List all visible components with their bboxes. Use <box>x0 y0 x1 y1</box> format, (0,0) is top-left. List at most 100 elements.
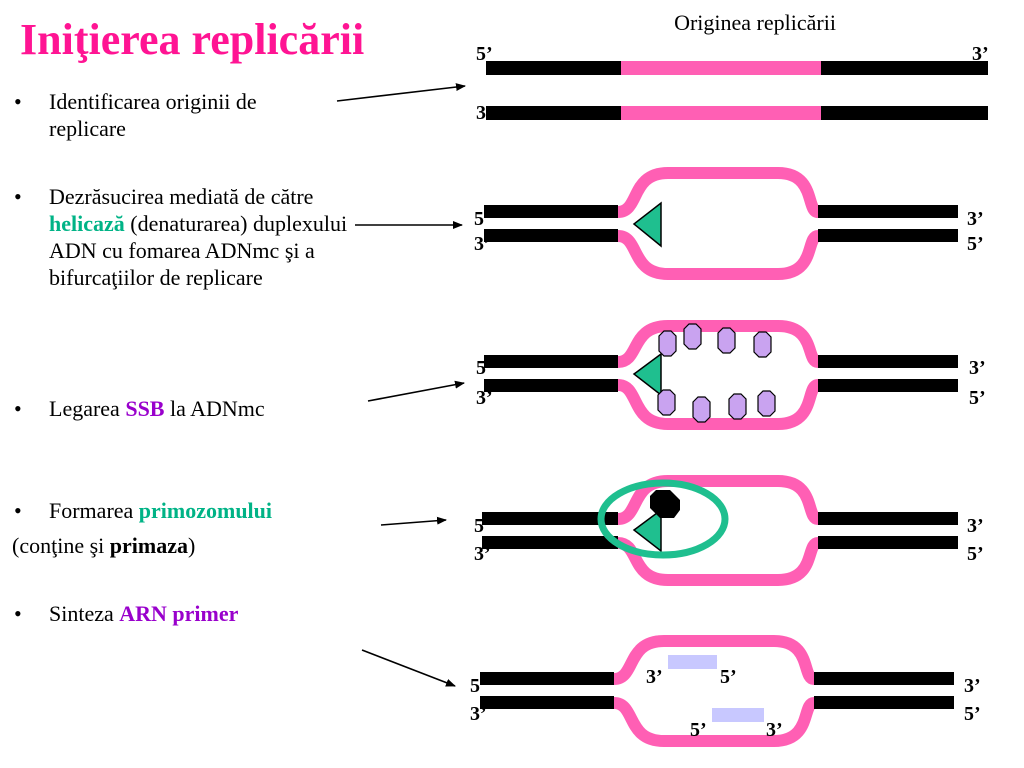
bullet-dot: • <box>14 396 22 421</box>
bubble-top-strand <box>617 167 821 218</box>
label-5prime: 5’ <box>474 208 491 230</box>
label-3prime: 3’ <box>474 233 491 255</box>
helicase-enzyme <box>632 508 662 553</box>
right-bottom-strand <box>818 379 958 392</box>
bullet-origin-identification: • Identificarea originii de replicare <box>14 88 334 142</box>
label-5prime: 5’ <box>967 543 984 565</box>
left-bottom-strand <box>484 229 618 242</box>
bullet-text-pre: Sinteza <box>49 601 120 626</box>
primozom-ring <box>597 479 729 559</box>
stage-rna-primer: 3’ 5’ 5’ 3’ 5’ 3’ 3’ 5’ <box>470 635 981 747</box>
right-bottom-strand <box>818 536 958 549</box>
bullet-text-post: (denaturarea) duplexului ADN cu fomarea … <box>49 211 348 290</box>
label-5prime: 5’ <box>476 43 493 65</box>
label-5prime: 5’ <box>967 233 984 255</box>
origin-region-top <box>621 61 821 75</box>
left-bottom-strand <box>480 696 614 709</box>
ssb-protein <box>757 390 776 417</box>
bullet-text-pre: Dezrăsucirea mediată de către <box>49 184 314 209</box>
helicase-enzyme <box>632 352 662 397</box>
ssb-term: SSB <box>125 396 165 421</box>
label-5prime: 5’ <box>470 675 487 697</box>
bubble-bottom-strand <box>616 537 820 586</box>
bullet-dot: • <box>14 601 22 626</box>
primase-protein <box>650 490 680 518</box>
label-5prime: 5’ <box>969 387 986 409</box>
label-5prime: 5’ <box>964 703 981 725</box>
ssb-protein <box>658 330 677 357</box>
stage-primozom: 5’ 3’ 3’ 5’ <box>474 475 984 586</box>
bullet-ssb-binding: • Legarea SSB la ADNmc <box>14 395 354 422</box>
bullet-dot: • <box>14 184 22 209</box>
bubble-bottom-strand <box>616 230 820 280</box>
label-3prime: 3’ <box>967 515 984 537</box>
bullet-helicase-unwinding: • Dezrăsucirea mediată de către helicază… <box>14 183 384 291</box>
arrow-ssb <box>367 380 465 402</box>
bubble-bottom-strand <box>612 697 816 747</box>
ssb-protein <box>692 396 711 423</box>
bullet-rna-primer-synthesis: • Sinteza ARN primer <box>14 600 354 627</box>
label-3prime: 3’ <box>470 703 487 725</box>
left-bottom-strand <box>482 536 618 549</box>
label-3prime: 3’ <box>969 357 986 379</box>
label-3prime: 3’ <box>967 208 984 230</box>
right-top-strand <box>814 672 954 685</box>
primozom-term: primozomului <box>138 498 273 523</box>
bullet-text-pre: Formarea <box>49 498 139 523</box>
label-3prime: 3’ <box>476 387 493 409</box>
page-title: Iniţierea replicării <box>20 15 365 64</box>
bullet-dot: • <box>14 89 22 114</box>
label-3prime: 3’ <box>964 675 981 697</box>
bullet-dot: • <box>14 498 22 523</box>
label-5prime: 5’ <box>476 357 493 379</box>
right-top-strand <box>818 355 958 368</box>
stage-origin-duplex: 5’ 3’ 3’ 5’ <box>476 43 989 124</box>
stage-ssb-binding: 5’ 3’ 3’ 5’ <box>476 320 986 430</box>
bubble-top-strand <box>612 635 816 685</box>
label-5prime: 5’ <box>474 515 491 537</box>
ssb-protein <box>657 389 676 416</box>
left-top-strand <box>484 205 618 218</box>
label-5prime: 5’ <box>972 102 989 124</box>
ssb-protein <box>728 393 747 420</box>
primer-label-5prime: 5’ <box>690 719 707 741</box>
bullet-text-post: la ADNmc <box>164 396 265 421</box>
right-top-strand <box>818 205 958 218</box>
bullet-text: Identificarea originii de replicare <box>49 89 257 141</box>
bubble-top-strand <box>616 475 820 525</box>
ssb-protein <box>753 331 772 358</box>
primer-label-5prime: 5’ <box>720 666 737 688</box>
primer-label-3prime: 3’ <box>646 666 663 688</box>
arrow-primozom <box>380 516 447 526</box>
label-3prime: 3’ <box>474 543 491 565</box>
arrow-primer <box>361 649 456 687</box>
right-bottom-strand <box>814 696 954 709</box>
arrow-origin <box>336 83 466 102</box>
rna-primer-top <box>668 655 717 669</box>
bubble-top-strand <box>617 320 820 368</box>
rna-primer-term: ARN primer <box>119 601 239 626</box>
right-bottom-strand <box>818 229 958 242</box>
left-top-strand <box>482 512 618 525</box>
label-3prime: 3’ <box>476 102 493 124</box>
ssb-protein <box>683 323 702 350</box>
primase-term: primaza <box>109 533 188 558</box>
primozom-note: (conţine şi primaza) <box>12 533 195 559</box>
note-open: (conţine şi <box>12 533 110 558</box>
primer-label-3prime: 3’ <box>766 719 783 741</box>
helicase-enzyme <box>632 201 662 248</box>
helicase-term: helicază <box>49 211 125 236</box>
bullet-primozom-formation: • Formarea primozomului <box>14 497 374 524</box>
left-bottom-strand <box>484 379 618 392</box>
right-top-strand <box>818 512 958 525</box>
left-top-strand <box>484 355 618 368</box>
label-3prime: 3’ <box>972 43 989 65</box>
stage-helicase-bubble: 5’ 3’ 3’ 5’ <box>474 167 984 280</box>
note-close: ) <box>187 533 196 558</box>
origin-region-bottom <box>621 106 821 120</box>
left-top-strand <box>480 672 614 685</box>
origin-label: Originea replicării <box>674 10 836 35</box>
rna-primer-bottom <box>712 708 764 722</box>
bubble-bottom-strand <box>617 379 821 430</box>
